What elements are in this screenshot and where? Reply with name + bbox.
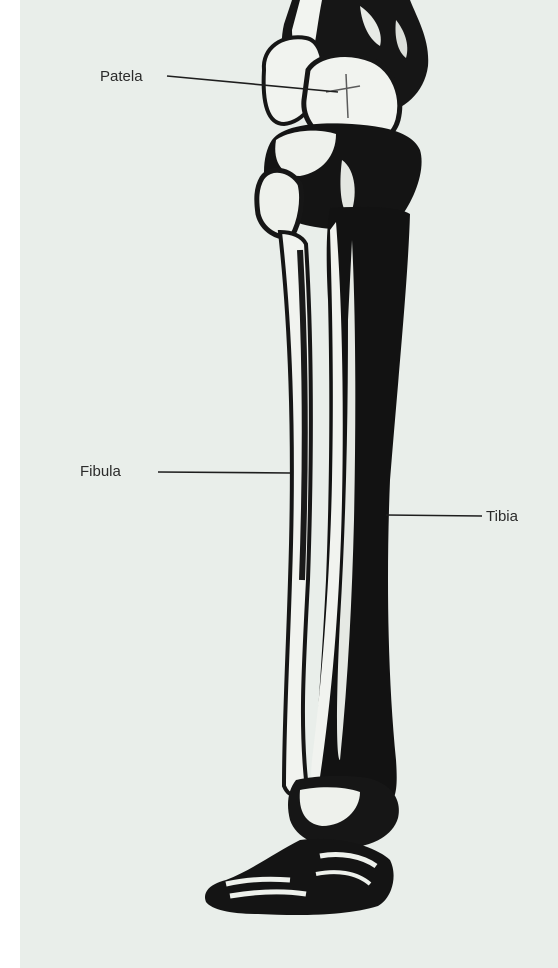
fibula-leader-line [158, 472, 290, 473]
ankle-illustration [288, 776, 399, 848]
fibula-label: Fibula [80, 463, 122, 480]
fibula-head-illustration [257, 170, 302, 237]
patella-label: Patela [100, 68, 143, 85]
tibia-leader-line [386, 515, 482, 516]
tibia-label: Tibia [486, 508, 519, 525]
